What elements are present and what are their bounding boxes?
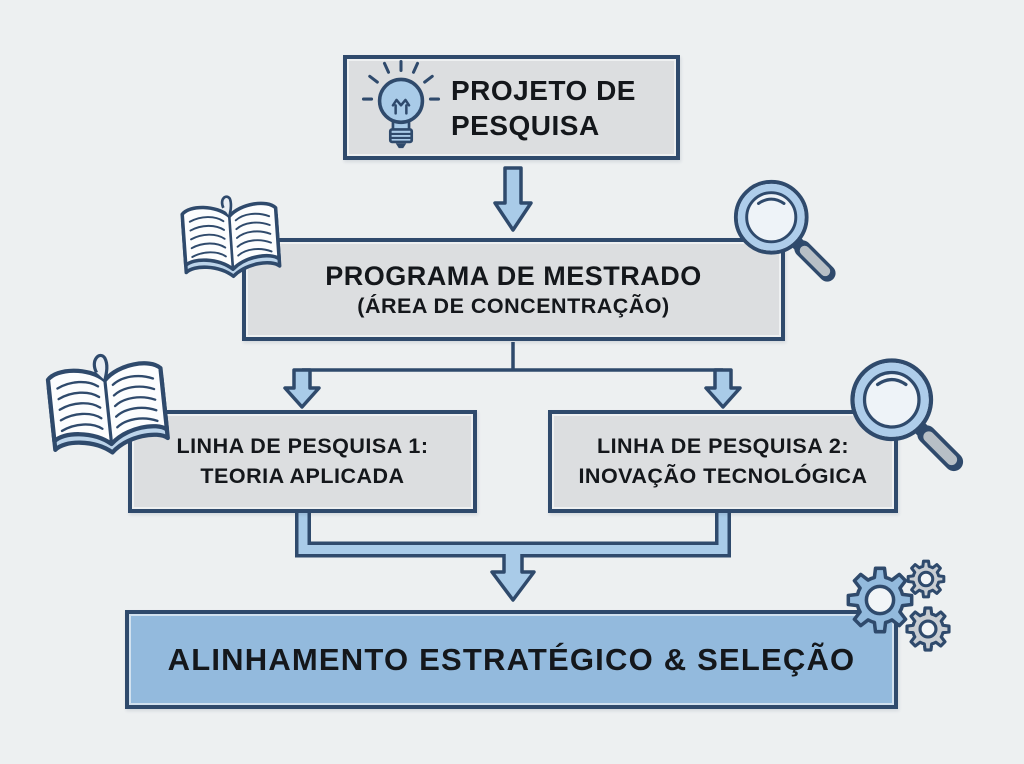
label-line-1: LINHA DE PESQUISA 1: (176, 434, 429, 459)
label-line-2: PESQUISA (451, 109, 600, 141)
branch-line (302, 342, 723, 372)
node-linha-de-pesquisa-1: LINHA DE PESQUISA 1: TEORIA APLICADA (128, 410, 477, 513)
node-linha-de-pesquisa-2: LINHA DE PESQUISA 2: INOVAÇÃO TECNOLÓGIC… (548, 410, 898, 513)
label-line-1: PROGRAMA DE MESTRADO (325, 260, 702, 291)
label-line-2: (ÁREA DE CONCENTRAÇÃO) (357, 293, 670, 318)
node-label: LINHA DE PESQUISA 2: INOVAÇÃO TECNOLÓGIC… (578, 432, 867, 490)
node-projeto-de-pesquisa: PROJETO DE PESQUISA (343, 55, 680, 160)
magnifier-icon (733, 179, 836, 282)
open-book-icon (45, 353, 170, 455)
label-line-2: TEORIA APLICADA (200, 463, 405, 488)
node-alinhamento-estrategico: ALINHAMENTO ESTRATÉGICO & SELEÇÃO (125, 610, 898, 709)
lightbulb-icon (361, 59, 441, 148)
node-label: PROJETO DE PESQUISA (451, 73, 636, 143)
merge-bracket-core (298, 506, 728, 554)
node-label: ALINHAMENTO ESTRATÉGICO & SELEÇÃO (167, 641, 856, 677)
label-line-1: LINHA DE PESQUISA 2: (596, 434, 850, 459)
arrow-down-left (283, 368, 321, 409)
gears-icon (846, 559, 951, 652)
arrow-down-right (704, 368, 742, 409)
label-line-2: INOVAÇÃO TECNOLÓGICA (578, 463, 868, 488)
label-line-1: PROJETO DE (451, 74, 636, 106)
arrow-down-1 (493, 166, 533, 232)
node-label: LINHA DE PESQUISA 1: TEORIA APLICADA (176, 432, 428, 490)
open-book-icon (180, 195, 282, 279)
magnifier-icon (850, 358, 964, 472)
node-label: PROGRAMA DE MESTRADO (ÁREA DE CONCENTRAÇ… (325, 260, 702, 319)
node-programa-de-mestrado: PROGRAMA DE MESTRADO (ÁREA DE CONCENTRAÇ… (242, 238, 785, 341)
